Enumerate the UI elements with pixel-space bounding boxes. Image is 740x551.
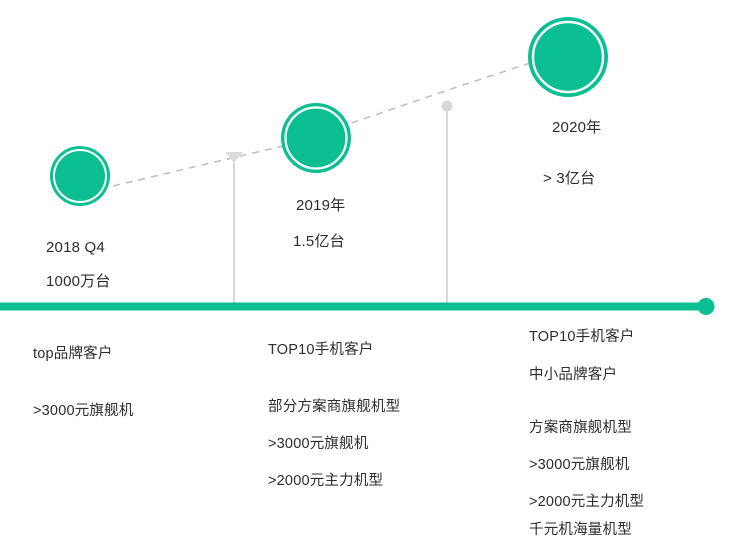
milestone-year-2019: 2019年 <box>296 197 346 214</box>
milestone-detail-2019-model-b: >3000元旗舰机 <box>268 436 369 452</box>
milestone-volume-2019: 1.5亿台 <box>293 233 345 250</box>
triangle-marker-2019 <box>225 152 243 163</box>
milestone-detail-2020-customer-a: TOP10手机客户 <box>529 329 635 345</box>
milestone-volume-2018q4: 1000万台 <box>46 273 111 290</box>
timeline-end-dot <box>697 298 715 315</box>
milestone-detail-2019-model-c: >2000元主力机型 <box>268 473 384 489</box>
milestone-year-2018q4: 2018 Q4 <box>46 239 105 256</box>
circle-node-medium[interactable] <box>281 103 351 173</box>
milestone-detail-2020-customer-b: 中小品牌客户 <box>529 367 618 383</box>
milestone-detail-2020-model-a: 方案商旗舰机型 <box>529 420 632 436</box>
milestone-detail-2018q4-model: >3000元旗舰机 <box>33 403 134 419</box>
milestone-detail-2020-model-b: >3000元旗舰机 <box>529 457 630 473</box>
milestone-detail-2018q4-customer: top品牌客户 <box>33 346 113 362</box>
milestone-year-2020: 2020年 <box>552 119 602 136</box>
circle-node-small[interactable] <box>50 146 110 206</box>
milestone-volume-2020: > 3亿台 <box>543 170 596 187</box>
milestone-detail-2019-customer: TOP10手机客户 <box>268 342 374 358</box>
milestone-detail-2020-model-d: 千元机海量机型 <box>529 522 632 538</box>
milestone-detail-2020-model-c: >2000元主力机型 <box>529 494 645 510</box>
circle-node-large[interactable] <box>528 17 608 97</box>
milestone-detail-2019-model-a: 部分方案商旗舰机型 <box>268 399 401 415</box>
dot-marker-2020 <box>441 100 453 112</box>
